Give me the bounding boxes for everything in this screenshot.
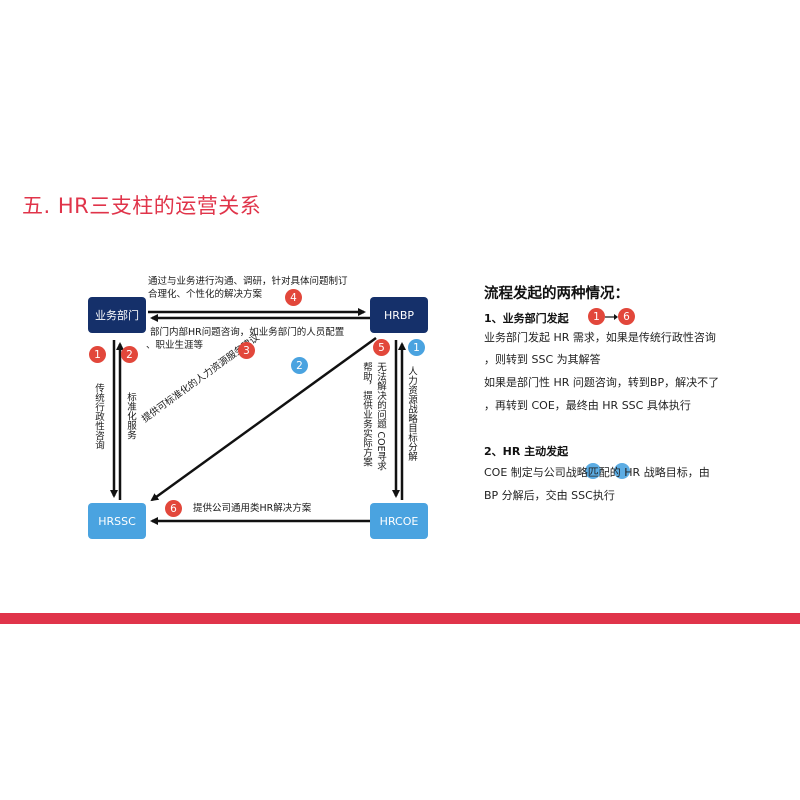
node-hrcoe: HRCOE	[370, 503, 428, 539]
badge-1-right: 1	[408, 339, 425, 356]
case2-dot-icon	[585, 463, 601, 479]
label-inner-2: 、职业生涯等	[146, 340, 204, 351]
label-left-inner: 标准化服务	[125, 392, 136, 440]
case1-line-4: ，再转到 COE，最终由 HR SSC 具体执行	[484, 399, 691, 412]
badge-6: 6	[165, 500, 182, 517]
case2-title: 2、HR 主动发起	[484, 445, 569, 458]
case1-line-3: 如果是部门性 HR 问题咨询，转到BP，解决不了	[484, 376, 720, 389]
badge-5: 5	[373, 339, 390, 356]
node-hrssc: HRSSC	[88, 503, 146, 539]
panel-heading: 流程发起的两种情况：	[484, 286, 629, 302]
label-top-arrow-1: 通过与业务进行沟通、调研，针对具体问题制订	[148, 276, 348, 287]
footer-bar	[0, 613, 800, 624]
case1-line-2: ，则转到 SSC 为其解答	[484, 353, 601, 366]
label-left-outer: 传统行政性咨询	[93, 383, 104, 450]
label-right-outer: 人力资源战略目标分解	[406, 366, 417, 461]
badge-2-left: 2	[121, 346, 138, 363]
case1-title: 1、业务部门发起	[484, 312, 569, 325]
label-right-inner-1: 无法解决的问题 COE寻求	[375, 362, 386, 471]
label-right-inner-2: 帮助，提供业务实际方案	[361, 362, 372, 467]
badge-1-left: 1	[89, 346, 106, 363]
arrow-hrbp-to-hrssc	[150, 336, 377, 502]
case1-badge-start: 1	[588, 308, 605, 325]
badge-3: 3	[238, 342, 255, 359]
case1-arrow-icon	[605, 314, 618, 320]
case2-line-1: COE 制定与公司战略匹配的 HR 战略目标，由	[484, 466, 710, 479]
case1-badge-end: 6	[618, 308, 635, 325]
label-top-arrow-2: 合理化、个性化的解决方案	[148, 289, 263, 300]
node-hrbp: HRBP	[370, 297, 428, 333]
case1-line-1: 业务部门发起 HR 需求，如果是传统行政性咨询	[484, 331, 716, 344]
badge-2-diagonal: 2	[291, 357, 308, 374]
page-title: 五. HR三支柱的运营关系	[22, 194, 262, 218]
label-inner-1: 部门内部HR问题咨询，如业务部门的人员配置	[150, 327, 345, 338]
label-bottom: 提供公司通用类HR解决方案	[193, 503, 312, 514]
node-business: 业务部门	[88, 297, 146, 333]
badge-4: 4	[285, 289, 302, 306]
case2-dot-icon	[614, 463, 630, 479]
case2-line-2: BP 分解后，交由 SSC执行	[484, 489, 615, 502]
